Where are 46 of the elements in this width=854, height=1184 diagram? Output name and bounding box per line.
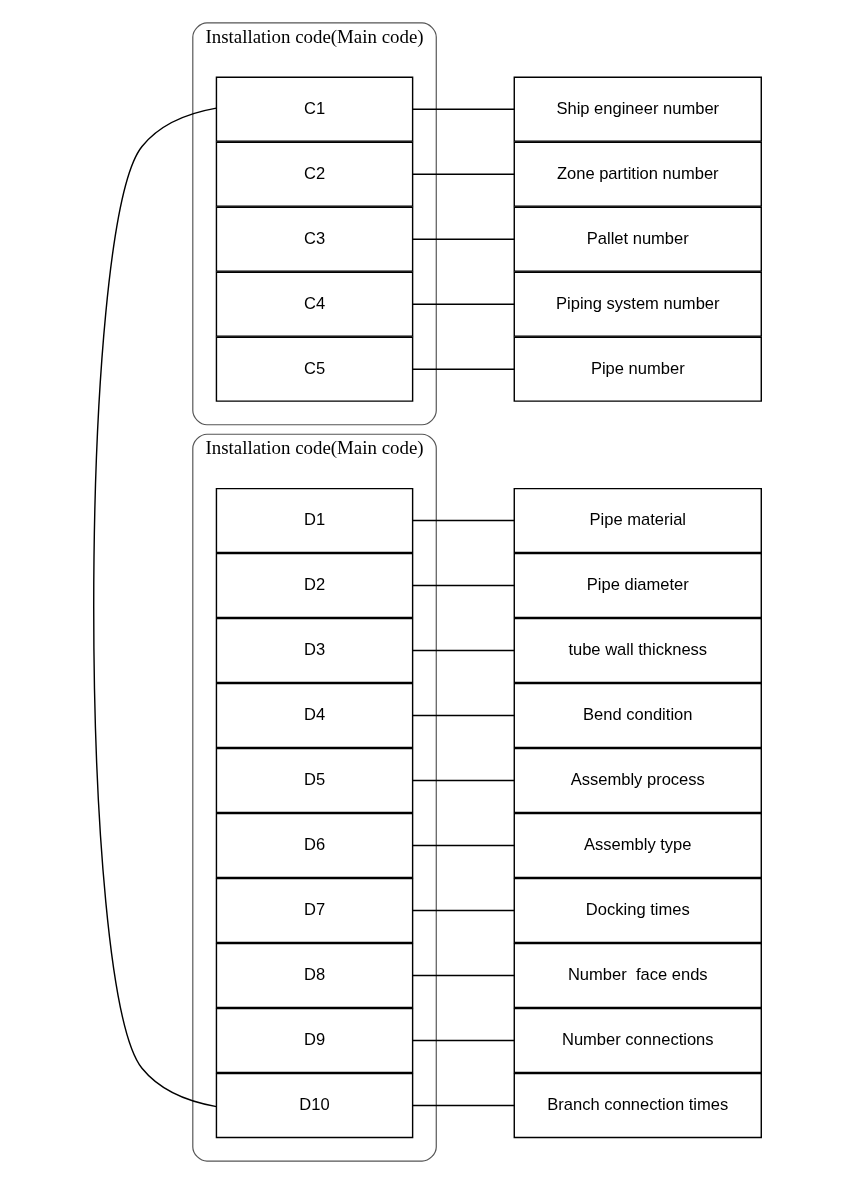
connector bbox=[411, 974, 515, 977]
connector bbox=[411, 1039, 515, 1042]
node-box: C1 bbox=[215, 76, 413, 142]
node-box: Assembly type bbox=[513, 812, 762, 879]
node-box: D3 bbox=[215, 617, 413, 684]
node-box: D2 bbox=[215, 552, 413, 619]
connector bbox=[411, 649, 515, 652]
node-box: tube wall thickness bbox=[513, 617, 762, 684]
node-box: D6 bbox=[215, 812, 413, 879]
connector bbox=[411, 779, 515, 782]
connector bbox=[411, 238, 515, 240]
connector bbox=[411, 909, 515, 912]
node-box: Ship engineer number bbox=[513, 76, 762, 142]
node-box: Docking times bbox=[513, 877, 762, 944]
node-box: Pipe number bbox=[513, 336, 762, 402]
node-box: D4 bbox=[215, 682, 413, 749]
connector bbox=[411, 368, 515, 370]
node-box: D10 bbox=[215, 1072, 413, 1139]
node-box: Piping system number bbox=[513, 271, 762, 337]
connector bbox=[411, 173, 515, 175]
node-box: C5 bbox=[215, 336, 413, 402]
connector bbox=[411, 519, 515, 522]
node-box: Bend condition bbox=[513, 682, 762, 749]
node-box: D9 bbox=[215, 1007, 413, 1074]
connector bbox=[411, 303, 515, 305]
node-box: Pipe diameter bbox=[513, 552, 762, 619]
node-box: Zone partition number bbox=[513, 141, 762, 207]
node-box: Pipe material bbox=[513, 487, 762, 554]
connector bbox=[411, 1104, 515, 1107]
node-box: D5 bbox=[215, 747, 413, 814]
connector bbox=[411, 584, 515, 587]
node-box: Assembly process bbox=[513, 747, 762, 814]
node-box: Number face ends bbox=[513, 942, 762, 1009]
connector bbox=[411, 714, 515, 717]
node-box: D7 bbox=[215, 877, 413, 944]
node-box: C4 bbox=[215, 271, 413, 337]
connector bbox=[411, 108, 515, 110]
node-box: Pallet number bbox=[513, 206, 762, 272]
connector bbox=[411, 844, 515, 847]
node-box: C2 bbox=[215, 141, 413, 207]
connector bbox=[92, 107, 217, 1108]
node-box: D8 bbox=[215, 942, 413, 1009]
node-box: C3 bbox=[215, 206, 413, 272]
node-box: D1 bbox=[215, 487, 413, 554]
node-box: Branch connection times bbox=[513, 1072, 762, 1139]
node-box: Number connections bbox=[513, 1007, 762, 1074]
